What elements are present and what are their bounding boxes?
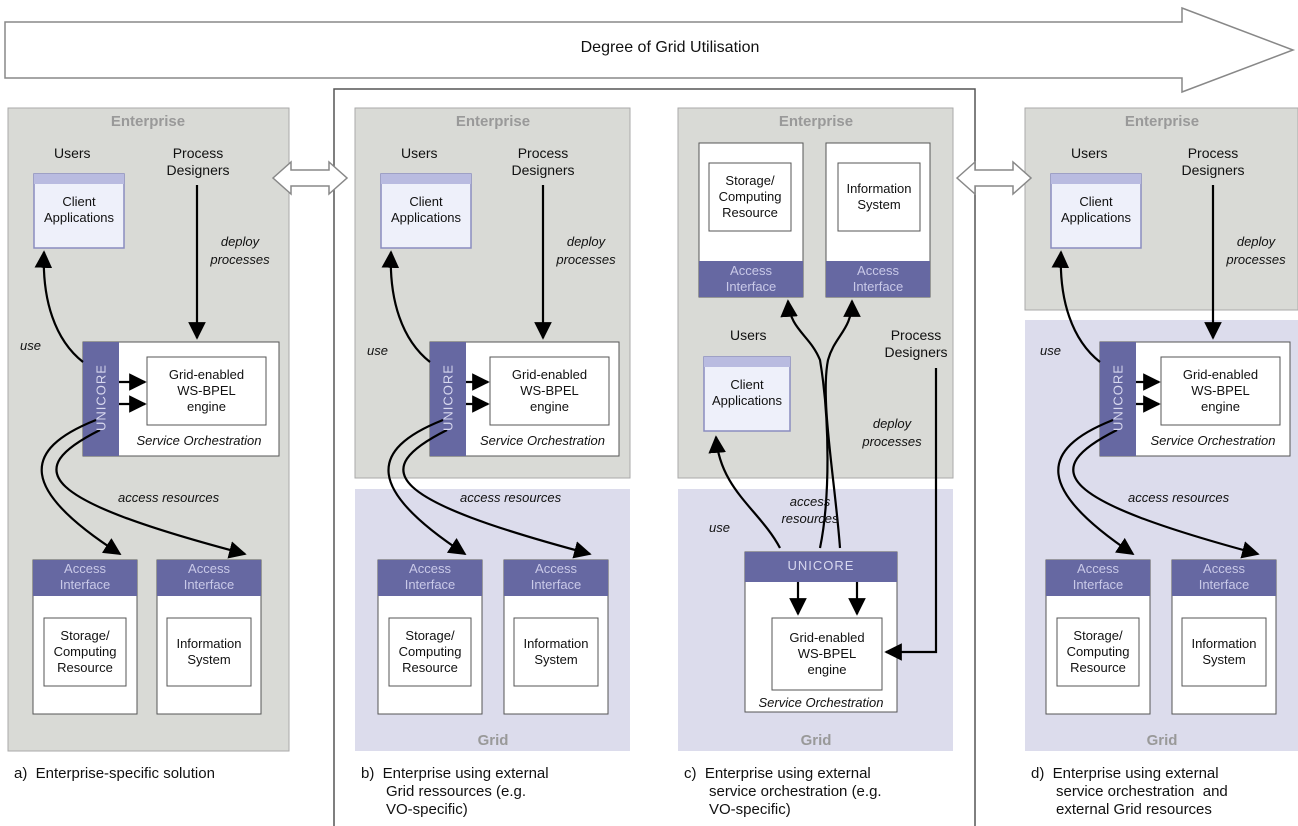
panel-a-client-applications-label: Client Applications [43, 194, 115, 225]
arrow-d-use [1051, 250, 1101, 363]
panel-a-deploy-label: deploy processes [210, 234, 270, 267]
panel-c-access-interface-1: Access Interface [725, 263, 777, 294]
panel-d-access-interface-2: Access Interface [1198, 561, 1250, 592]
panel-b-engine-label: Grid-enabled WS-BPEL engine [511, 367, 588, 414]
panel-c-process-designers-label: Process Designers [884, 327, 948, 360]
arrow-a-access-2 [55, 429, 247, 559]
panel-b-grid-label: Grid [477, 732, 509, 749]
panel-d-use-label: use [1040, 343, 1061, 358]
panel-a-unicore-label: UNICORE [93, 364, 109, 431]
panel-a-information-system-label: Information System [176, 636, 242, 667]
panel-c-users-label: Users [730, 327, 767, 343]
panel-a-process-designers-label: Process Designers [166, 145, 230, 178]
panel-a-access-interface-2: Access Interface [183, 561, 235, 592]
panel-d-engine-label: Grid-enabled WS-BPEL engine [1182, 367, 1259, 414]
panel-a-enterprise-label: Enterprise [110, 113, 186, 130]
panel-b-enterprise-label: Enterprise [455, 113, 531, 130]
panel-c-information-system-label: Information System [846, 181, 912, 212]
arrow-b-access-2 [402, 429, 592, 559]
panel-b-use-label: use [367, 343, 388, 358]
caption-c: c) Enterprise using external service orc… [684, 765, 882, 818]
panel-b-access-resources-label: access resources [460, 490, 562, 505]
panel-d-access-resources-label: access resources [1128, 490, 1230, 505]
panel-a-access-resources-label: access resources [118, 490, 220, 505]
resource-box-c-storage [698, 142, 804, 298]
panel-a-access-interface-1: Access Interface [59, 561, 111, 592]
arrow-a-access-1 [40, 418, 122, 555]
arrow-c-access-1 [780, 299, 829, 549]
arrow-b-access-1 [387, 418, 467, 555]
panel-c-service-orchestration-label: Service Orchestration [758, 695, 884, 710]
panel-b-access-interface-1: Access Interface [404, 561, 456, 592]
panel-d-users-label: Users [1071, 145, 1108, 161]
orchestration-a [82, 341, 280, 457]
panel-c-storage-label: Storage/ Computing Resource [718, 173, 782, 220]
panel-d-grid-label: Grid [1146, 732, 1178, 749]
resource-box-d-storage [1045, 559, 1151, 715]
panel-d-service-orchestration-label: Service Orchestration [1150, 433, 1276, 448]
panel-b-access-interface-2: Access Interface [530, 561, 582, 592]
panel-c-use-label: use [709, 520, 730, 535]
panel-c-client-applications-label: Client Applications [711, 377, 783, 408]
panel-d-storage-label: Storage/ Computing Resource [1066, 628, 1130, 675]
resource-box-b-storage [377, 559, 483, 715]
resource-box-d-info [1171, 559, 1277, 715]
orchestration-b [429, 341, 620, 457]
panel-c-engine-label: Grid-enabled WS-BPEL engine [789, 630, 865, 677]
panel-b-deploy-label: deploy processes [556, 234, 616, 267]
panel-b-storage-label: Storage/ Computing Resource [398, 628, 462, 675]
client-window-a [33, 173, 125, 249]
panel-b-information-system-label: Information System [523, 636, 589, 667]
arrow-b-use [381, 250, 431, 363]
panel-c-enterprise-label: Enterprise [778, 113, 854, 130]
panel-b-process-designers-label: Process Designers [511, 145, 575, 178]
double-arrow-cd [955, 160, 1033, 196]
resource-box-a-info [156, 559, 262, 715]
panel-d-process-designers-label: Process Designers [1181, 145, 1245, 178]
panel-c-unicore-label: UNICORE [787, 558, 855, 573]
panel-c-deploy-label: deploy processes [862, 416, 922, 449]
orchestration-c [744, 551, 898, 713]
panel-a-users-label: Users [54, 145, 91, 161]
caption-b: b) Enterprise using external Grid ressou… [361, 765, 549, 818]
resource-box-a-storage [32, 559, 138, 715]
panel-d-information-system-label: Information System [1191, 636, 1257, 667]
arrow-d-access-2 [1072, 429, 1260, 559]
client-window-b [380, 173, 472, 249]
caption-a: a) Enterprise-specific solution [14, 765, 215, 782]
orchestration-d [1099, 341, 1291, 457]
panel-a-use-label: use [20, 338, 41, 353]
panel-a-service-orchestration-label: Service Orchestration [136, 433, 262, 448]
arrow-a-use [34, 250, 84, 363]
arrow-c-use [708, 435, 781, 549]
panel-d-access-interface-1: Access Interface [1072, 561, 1124, 592]
panel-b-service-orchestration-label: Service Orchestration [480, 433, 605, 448]
panel-a-storage-label: Storage/ Computing Resource [53, 628, 117, 675]
double-arrow-ab [271, 160, 349, 196]
arrow-d-access-1 [1057, 418, 1135, 555]
panel-d-deploy-label: deploy processes [1226, 234, 1286, 267]
panel-b-users-label: Users [401, 145, 438, 161]
banner-arrow [4, 6, 1296, 94]
resource-box-b-info [503, 559, 609, 715]
banner-title: Degree of Grid Utilisation [580, 39, 760, 56]
panel-b-unicore-label: UNICORE [440, 364, 456, 431]
panel-b-client-applications-label: Client Applications [390, 194, 462, 225]
arrow-c-deploy [884, 368, 938, 661]
resource-box-c-info [825, 142, 931, 298]
caption-d: d) Enterprise using external service orc… [1031, 765, 1228, 818]
panel-c-access-resources-label: access resources [781, 494, 839, 526]
panel-c-access-interface-2: Access Interface [852, 263, 904, 294]
panel-d-unicore-label: UNICORE [1110, 364, 1126, 431]
client-window-c [703, 356, 791, 432]
panel-a-engine-label: Grid-enabled WS-BPEL engine [168, 367, 245, 414]
panel-d-enterprise-label: Enterprise [1124, 113, 1200, 130]
panel-d-client-applications-label: Client Applications [1060, 194, 1132, 225]
client-window-d [1050, 173, 1142, 249]
panel-c-grid-label: Grid [800, 732, 832, 749]
arrow-c-access-2 [824, 299, 861, 549]
bracket-bc [333, 88, 976, 826]
